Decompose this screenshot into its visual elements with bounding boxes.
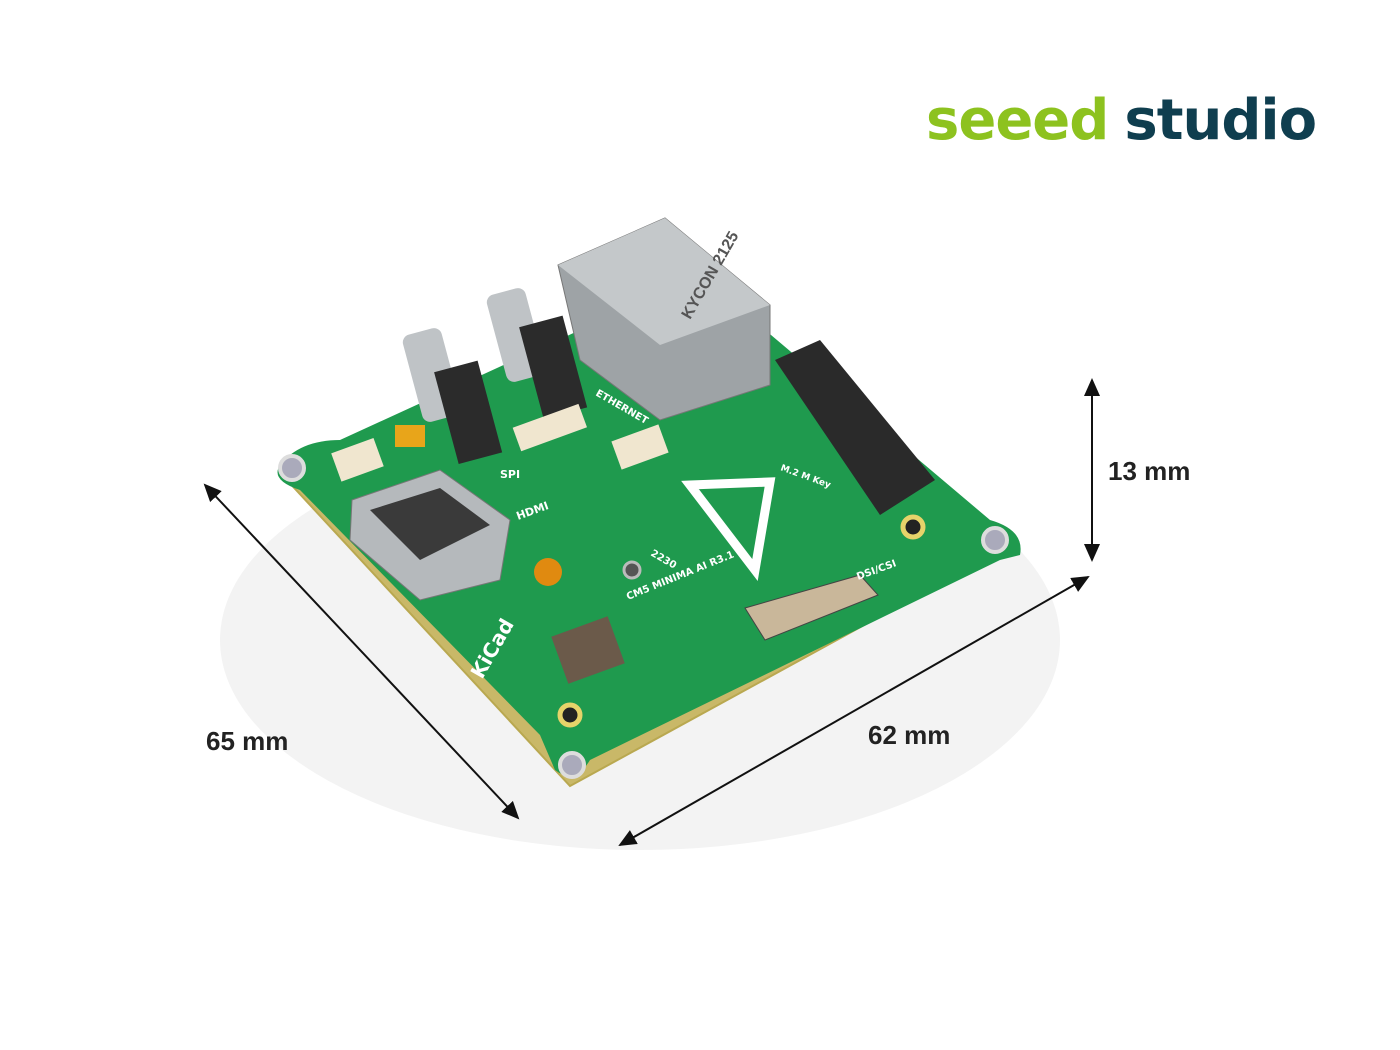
spi-connector [512, 403, 587, 452]
silk-spi: SPI [500, 468, 520, 481]
designer-logo [681, 477, 776, 581]
width-arrow [618, 576, 1090, 846]
depth-label: 65 mm [206, 726, 289, 756]
mounting-holes [278, 454, 1009, 779]
width-label: 62 mm [868, 720, 951, 750]
m2-slot [775, 340, 935, 515]
height-label: 13 mm [1108, 456, 1191, 486]
capacitor [395, 425, 425, 447]
inductor [551, 616, 625, 684]
depth-arrow [203, 483, 520, 820]
fan-connector [611, 424, 669, 470]
usb-c-ports [402, 288, 588, 464]
ethernet-jack: KYCON 2125 [557, 217, 771, 421]
led [534, 558, 562, 586]
jst-connector [331, 438, 384, 482]
